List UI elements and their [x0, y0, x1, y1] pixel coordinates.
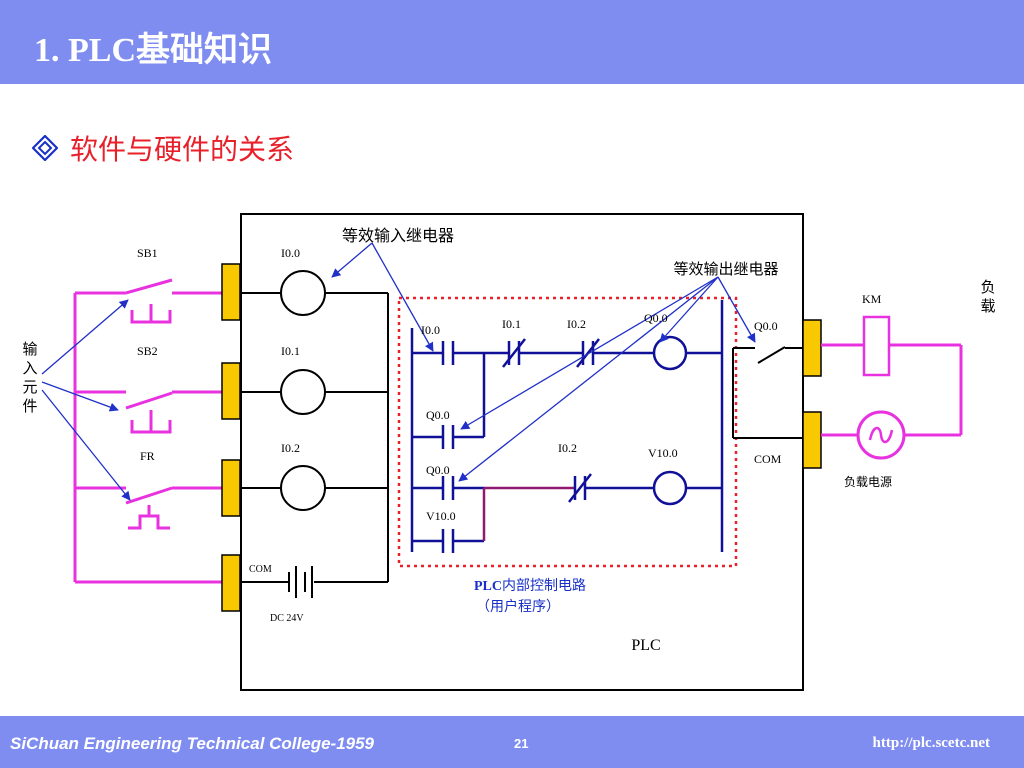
- page-title: 1. PLC基础知识: [34, 32, 272, 69]
- load-char-2: 载: [980, 297, 995, 315]
- input-coil-i00-label: I0.0: [281, 246, 300, 260]
- km-label: KM: [862, 292, 882, 306]
- diamond-bullet-icon: [32, 135, 58, 161]
- input-coil-i02-label: I0.2: [281, 441, 300, 455]
- equiv-output-relay-label: 等效输出继电器: [673, 260, 778, 278]
- output-com-label: COM: [754, 452, 782, 466]
- ladder-diagram: [410, 300, 724, 553]
- ac-source-icon: [856, 410, 906, 460]
- input-element-char-1: 输: [22, 340, 37, 358]
- ladder-r3-c2-label: I0.2: [558, 441, 577, 455]
- ladder-r4-c1-label: V10.0: [426, 509, 456, 523]
- fr-label: FR: [140, 449, 155, 463]
- internal-circuit-subtitle: （用户程序）: [476, 598, 560, 615]
- internal-circuit-label: PLC内部控制电路: [474, 578, 586, 594]
- fr-switch: [125, 486, 173, 530]
- sb2-label: SB2: [137, 344, 158, 358]
- sb1-label: SB1: [137, 246, 158, 260]
- header-bar: 1. PLC基础知识: [0, 0, 1024, 84]
- equiv-input-relay-label: 等效输入继电器: [342, 226, 454, 245]
- input-element-char-3: 元: [22, 378, 37, 396]
- coil-q00: [652, 335, 688, 371]
- internal-circuit-suffix: 内部控制电路: [502, 578, 586, 594]
- battery-icon: [288, 566, 313, 598]
- footer-url[interactable]: http://plc.scetc.net: [872, 735, 990, 751]
- ladder-r3-out-label: V10.0: [648, 446, 678, 460]
- input-wiring: [73, 291, 222, 584]
- output-q00-label: Q0.0: [754, 319, 778, 333]
- internal-circuit-prefix: PLC: [474, 579, 502, 594]
- plc-box: [240, 213, 804, 691]
- subtitle-text: 软件与硬件的关系: [70, 133, 295, 166]
- footer-college: SiChuan Engineering Technical College-19…: [10, 734, 375, 753]
- output-terminals: [802, 319, 822, 469]
- page-number: 21: [514, 736, 529, 751]
- input-element-char-4: 件: [22, 397, 37, 415]
- input-element-char-2: 入: [22, 359, 37, 377]
- sb1-switch: [125, 278, 173, 324]
- output-wiring: [821, 315, 963, 437]
- ladder-r2-c1-label: Q0.0: [426, 408, 450, 422]
- input-coil-i01-label: I0.1: [281, 344, 300, 358]
- dc-24v-label: DC 24V: [270, 613, 304, 624]
- ladder-r1-c2-label: I0.1: [502, 317, 521, 331]
- ladder-r1-out-label: Q0.0: [644, 311, 668, 325]
- input-terminals: [221, 263, 241, 612]
- load-power-label: 负载电源: [844, 475, 892, 489]
- subtitle: 软件与硬件的关系: [32, 130, 294, 166]
- annotation-arrows: [41, 242, 756, 501]
- input-coil-circuits: [240, 270, 389, 583]
- footer-bar: SiChuan Engineering Technical College-19…: [0, 716, 1024, 768]
- internal-circuit-box: [397, 296, 738, 568]
- coil-v100: [652, 470, 688, 506]
- ladder-r1-c3-label: I0.2: [567, 317, 586, 331]
- load-char-1: 负: [980, 278, 995, 296]
- sb2-switch: [125, 391, 173, 434]
- output-circuits: [732, 346, 803, 439]
- plc-label: PLC: [631, 637, 660, 654]
- input-com-label: COM: [249, 564, 272, 575]
- ladder-r1-c1-label: I0.0: [421, 323, 440, 337]
- ladder-r3-c1-label: Q0.0: [426, 463, 450, 477]
